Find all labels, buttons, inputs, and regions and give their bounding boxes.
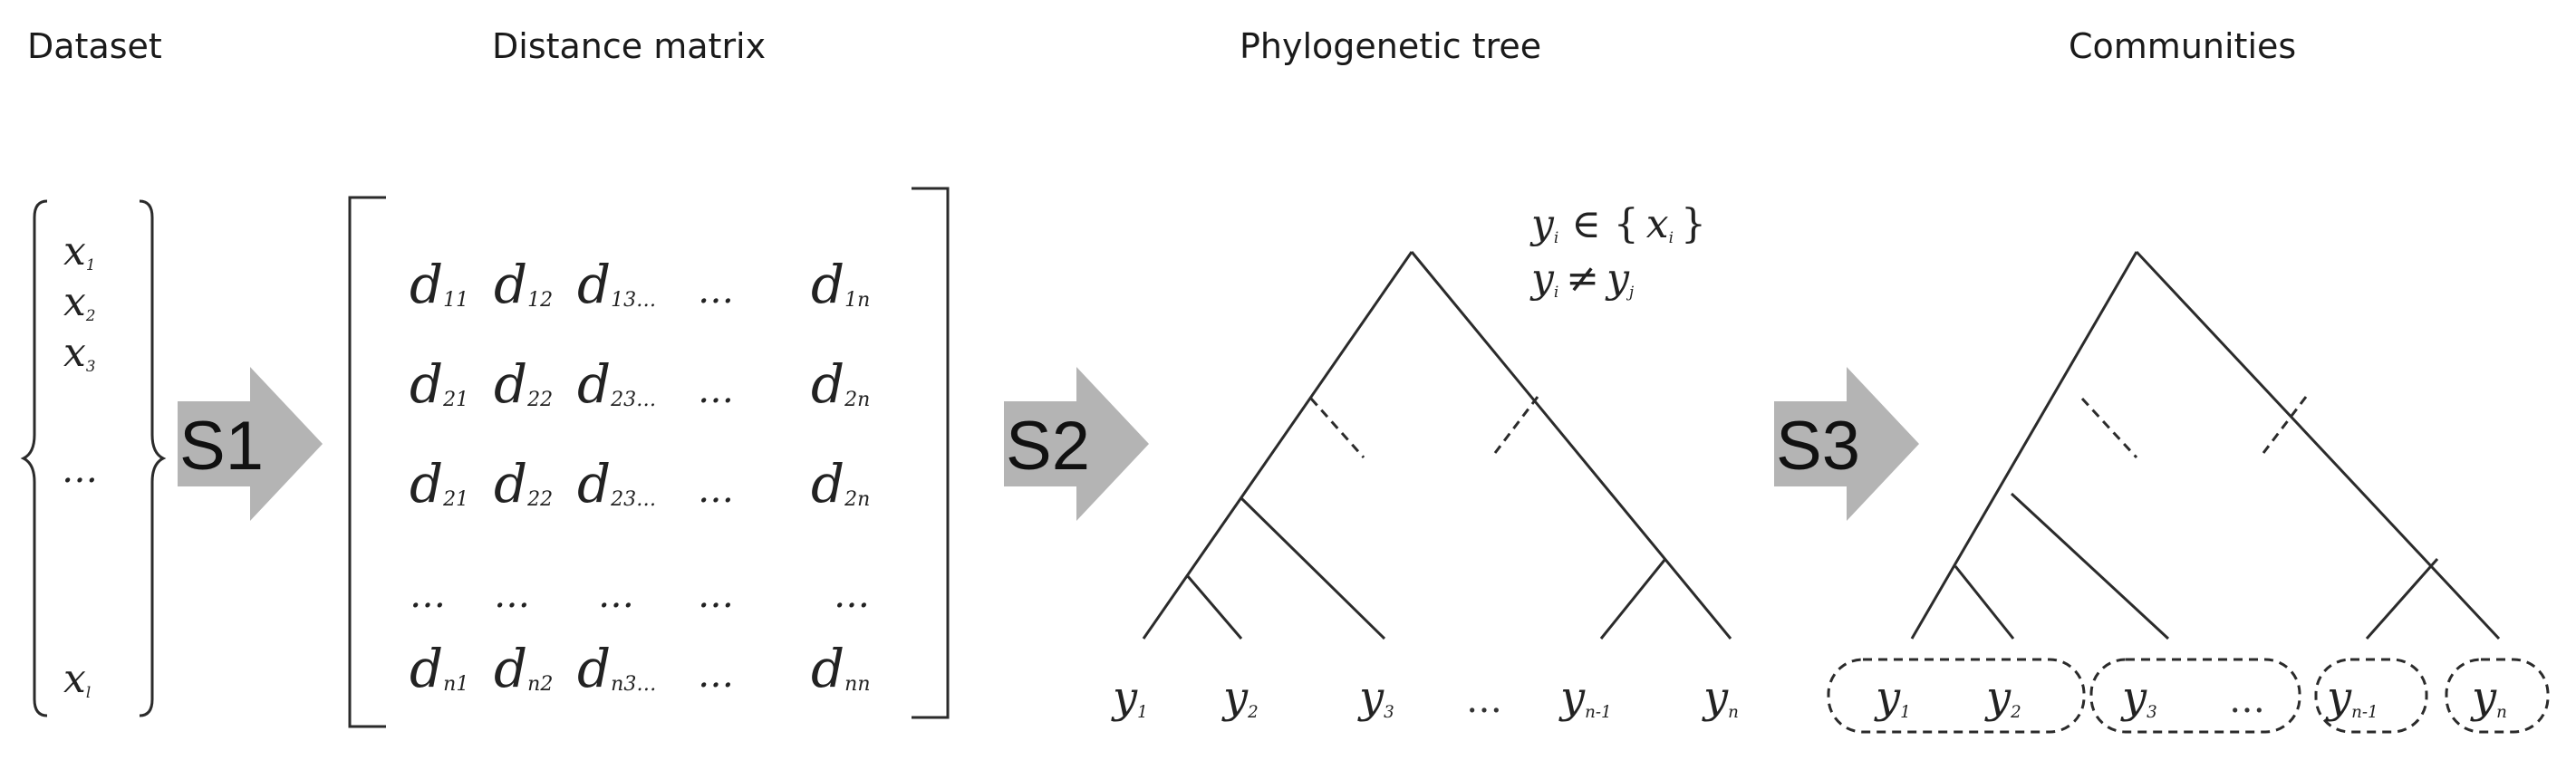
svg-text:…: … xyxy=(494,574,530,616)
matrix-row: … … … … … xyxy=(410,574,870,616)
community-leaf-label: yn xyxy=(2470,672,2507,723)
svg-text:…: … xyxy=(598,574,634,616)
step-arrow-s3: S3 xyxy=(1774,367,1919,521)
svg-text:d21: d21 xyxy=(410,453,468,515)
svg-text:S2: S2 xyxy=(1006,408,1090,485)
dataset-item: x3 xyxy=(63,330,95,376)
title-phylogenetic-tree: Phylogenetic tree xyxy=(1240,26,1541,66)
tree-branch-dashed xyxy=(1309,398,1365,458)
svg-text:d22: d22 xyxy=(494,353,553,415)
community-leaf-label: yn-1 xyxy=(2325,672,2378,723)
tree-branch-dashed xyxy=(2080,397,2138,459)
svg-text:d12: d12 xyxy=(494,254,553,315)
set-brace-right xyxy=(139,199,167,717)
svg-text:…: … xyxy=(410,574,446,616)
dataset-ellipsis: … xyxy=(62,449,98,491)
tree-branch xyxy=(1954,565,2015,640)
dataset-item: x1 xyxy=(63,228,95,274)
svg-text:d2n: d2n xyxy=(811,353,870,415)
community-group xyxy=(2445,658,2550,734)
svg-text:d23…: d23… xyxy=(577,453,656,515)
communities-tree: y1 y2 y3 … yn-1 yn xyxy=(1827,250,2550,734)
svg-text:d2n: d2n xyxy=(811,453,870,515)
tree-leaf-label: y1 xyxy=(1111,672,1148,723)
matrix-row: dn1 dn2 dn3… … dnn xyxy=(410,638,871,699)
svg-text:d21: d21 xyxy=(410,353,468,415)
tree-branch xyxy=(1142,251,1413,640)
matrix-row: d11 d12 d13… … d1n xyxy=(410,254,870,315)
tree-branch xyxy=(2010,492,2170,640)
svg-text:…: … xyxy=(698,654,734,696)
svg-text:d13…: d13… xyxy=(577,254,656,315)
formula-distinct: yi≠yj xyxy=(1529,255,1634,302)
dataset-item: x2 xyxy=(63,279,95,325)
community-group xyxy=(1827,658,2086,734)
svg-text:dnn: dnn xyxy=(811,638,871,699)
tree-branch xyxy=(1910,251,2138,640)
tree-branch xyxy=(1410,251,1732,640)
dataset-set: x1 x2 x3 … xl xyxy=(20,199,167,717)
community-leaf-ellipsis: … xyxy=(2229,679,2265,721)
svg-text:…: … xyxy=(698,469,734,511)
tree-branch xyxy=(1240,496,1386,640)
tree-leaf-label: y3 xyxy=(1357,672,1394,723)
community-group xyxy=(2089,658,2301,734)
tree-leaf-label: y2 xyxy=(1221,672,1259,723)
community-leaf-label: y3 xyxy=(2120,672,2157,723)
svg-text:dn1: dn1 xyxy=(410,638,468,699)
title-distance-matrix: Distance matrix xyxy=(492,26,766,66)
title-dataset: Dataset xyxy=(27,26,162,66)
step-arrow-s2: S2 xyxy=(1004,367,1149,521)
community-group xyxy=(2314,658,2428,734)
svg-text:…: … xyxy=(698,574,734,616)
set-brace-left xyxy=(20,199,48,717)
matrix-bracket-left xyxy=(348,196,386,728)
tree-branch xyxy=(2135,250,2501,640)
tree-leaf-label: yn-1 xyxy=(1558,672,1612,723)
community-leaf-label: y1 xyxy=(1874,672,1911,723)
svg-text:…: … xyxy=(698,270,734,312)
svg-text:d11: d11 xyxy=(410,254,468,315)
title-communities: Communities xyxy=(2069,26,2296,66)
tree-branch xyxy=(1599,558,1667,640)
svg-text:d22: d22 xyxy=(494,453,553,515)
svg-text:…: … xyxy=(834,574,870,616)
phylogenetic-tree: yi∈ {xi} yi≠yj y1 y2 y3 … yn-1 yn xyxy=(1111,201,1739,723)
tree-branch-dashed xyxy=(1493,396,1539,454)
matrix-row: d21 d22 d23… … d2n xyxy=(410,353,870,415)
matrix-row: d21 d22 d23… … d2n xyxy=(410,453,870,515)
svg-text:d23…: d23… xyxy=(577,353,656,415)
tree-branch-dashed xyxy=(2262,396,2308,454)
tree-leaf-label: yn xyxy=(1702,672,1739,723)
svg-text:S1: S1 xyxy=(179,408,264,485)
community-leaf-label: y2 xyxy=(1984,672,2021,723)
svg-text:…: … xyxy=(698,370,734,411)
tree-branch xyxy=(1185,574,1243,640)
dataset-item: xl xyxy=(63,656,91,702)
distance-matrix: d11 d12 d13… … d1n d21 d22 d23… … d2n d2… xyxy=(348,187,950,728)
svg-text:dn3…: dn3… xyxy=(577,638,656,699)
tree-leaf-ellipsis: … xyxy=(1466,679,1502,721)
svg-text:d1n: d1n xyxy=(811,254,870,315)
svg-text:dn2: dn2 xyxy=(494,638,553,699)
step-arrow-s1: S1 xyxy=(178,367,323,521)
svg-text:S3: S3 xyxy=(1776,408,1860,485)
matrix-bracket-right xyxy=(912,187,950,719)
formula-membership: yi∈ {xi} xyxy=(1529,201,1706,247)
tree-branch xyxy=(2365,558,2439,640)
